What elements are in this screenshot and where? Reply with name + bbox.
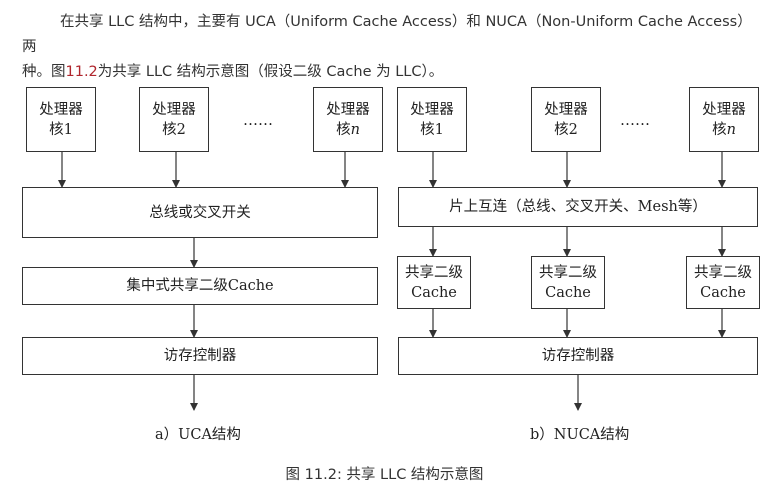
uca-ellipsis: …… — [243, 111, 273, 129]
paragraph-line-1: 在共享 LLC 结构中，主要有 UCA（Uniform Cache Access… — [22, 14, 752, 55]
uca-label: a）UCA结构 — [155, 427, 241, 443]
uca-central-shared-l2: 集中式共享二级Cache — [22, 267, 378, 305]
nuca-memory-controller: 访存控制器 — [398, 337, 758, 375]
uca-memory-controller: 访存控制器 — [22, 337, 378, 375]
uca-core-2: 处理器核2 — [139, 87, 209, 152]
paragraph-line-2: 种。图11.2为共享 LLC 结构示意图（假设二级 Cache 为 LLC）。 — [22, 64, 444, 80]
intro-paragraph: 在共享 LLC 结构中，主要有 UCA（Uniform Cache Access… — [22, 10, 762, 85]
uca-core-n: 处理器核n — [313, 87, 383, 152]
nuca-ellipsis: …… — [620, 111, 650, 129]
nuca-core-n: 处理器核n — [689, 87, 759, 152]
nuca-on-chip-interconnect: 片上互连（总线、交叉开关、Mesh等） — [398, 187, 758, 227]
figure-reference-link[interactable]: 11.2 — [65, 64, 98, 80]
nuca-core-1: 处理器核1 — [397, 87, 467, 152]
uca-core-1: 处理器核1 — [26, 87, 96, 152]
figure-caption: 图 11.2: 共享 LLC 结构示意图 — [285, 467, 484, 483]
nuca-label: b）NUCA结构 — [530, 427, 630, 443]
uca-bus-crossbar: 总线或交叉开关 — [22, 187, 378, 238]
nuca-core-2: 处理器核2 — [531, 87, 601, 152]
